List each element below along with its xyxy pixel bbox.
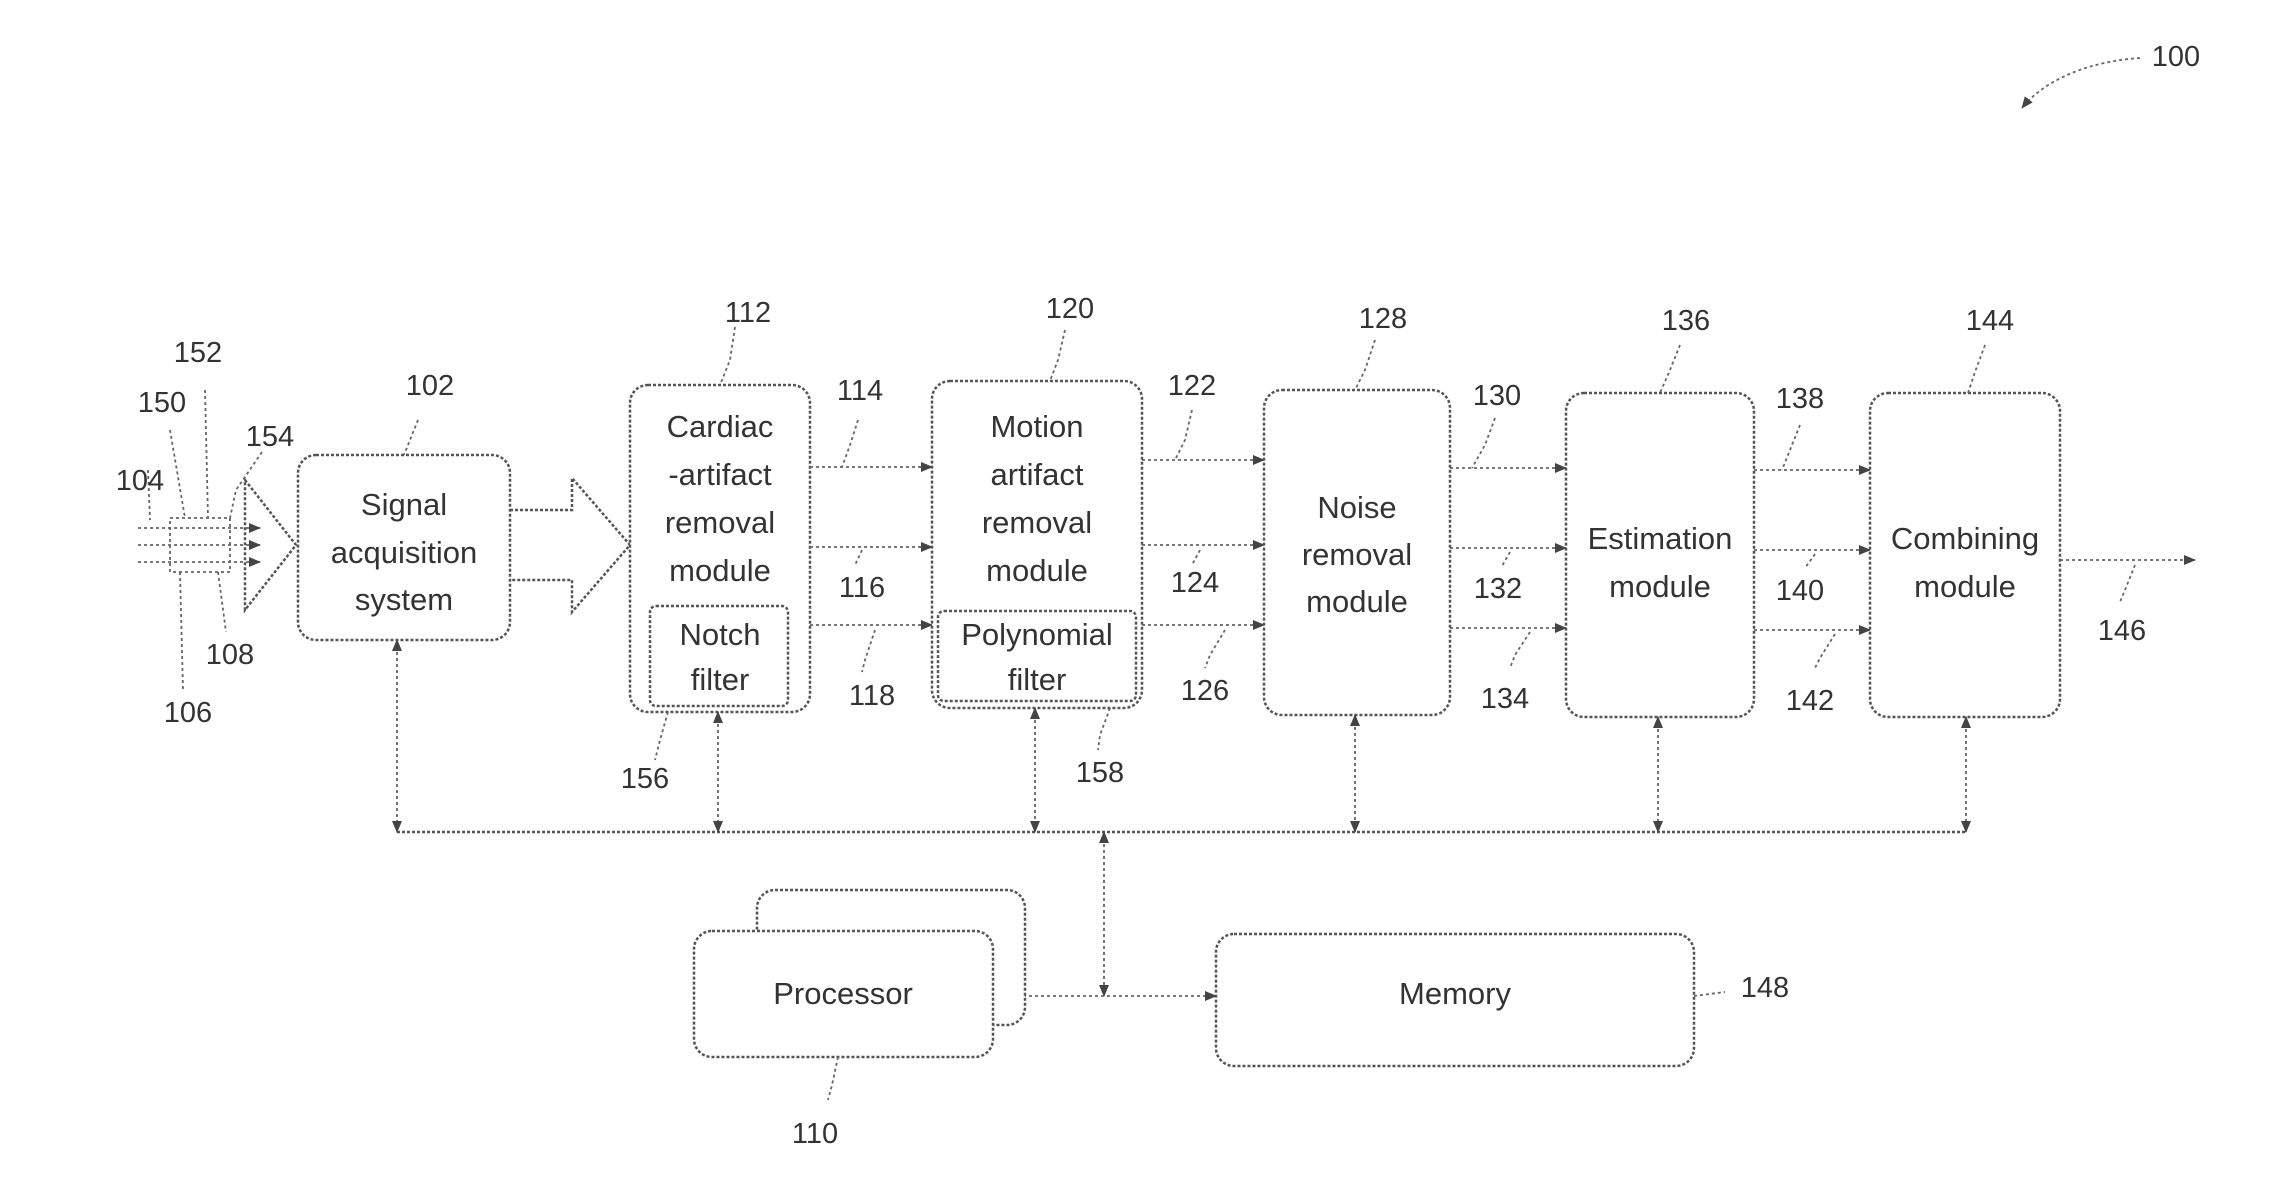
figure-ref: 100 [2152,41,2200,73]
svg-text:-artifact: -artifact [668,457,772,492]
svg-text:module: module [1914,569,2016,604]
svg-text:Motion: Motion [990,409,1083,444]
ref-106: 106 [164,697,212,729]
svg-text:module: module [1306,584,1408,619]
ref-142: 142 [1786,685,1834,717]
ref-124: 124 [1171,567,1219,599]
svg-text:filter: filter [1008,662,1067,697]
svg-text:removal: removal [982,505,1092,540]
svg-text:module: module [669,553,771,588]
svg-text:module: module [1609,569,1711,604]
ref-128: 128 [1359,303,1407,335]
ref-114: 114 [837,375,883,407]
ref-158: 158 [1076,757,1124,789]
ref-150: 150 [138,387,186,419]
ref-120: 120 [1046,293,1094,325]
svg-text:Noise: Noise [1317,490,1396,525]
noise-removal-block: Noise removal module [1264,390,1450,715]
figure-leader [2022,58,2140,108]
svg-text:Cardiac: Cardiac [667,409,774,444]
ref-102: 102 [406,370,454,402]
ref-116: 116 [839,572,885,604]
svg-text:Notch: Notch [680,617,761,652]
combining-block: Combining module [1870,393,2060,717]
svg-text:Estimation: Estimation [1588,521,1733,556]
ref-118: 118 [849,680,895,712]
ref-138: 138 [1776,383,1824,415]
svg-text:module: module [986,553,1088,588]
motion-artifact-removal-block: Motion artifact removal module Polynomia… [932,381,1142,708]
ref-130: 130 [1473,380,1521,412]
ref-104: 104 [116,465,164,497]
cardiac-artifact-removal-block: Cardiac -artifact removal module Notch f… [630,385,810,712]
estimation-block: Estimation module [1566,393,1754,717]
ref-148: 148 [1741,972,1789,1004]
ref-156: 156 [621,763,669,795]
svg-text:Polynomial: Polynomial [961,617,1113,652]
ref-108: 108 [206,639,254,671]
svg-text:filter: filter [691,662,750,697]
svg-text:Memory: Memory [1399,976,1511,1011]
svg-text:Processor: Processor [773,976,913,1011]
ref-154: 154 [246,421,294,453]
processor-block: Processor [694,890,1025,1057]
memory-block: Memory [1216,934,1694,1066]
svg-text:system: system [355,582,453,617]
ref-112: 112 [725,297,771,329]
data-flow-arrow-icon [510,478,630,612]
ref-144: 144 [1966,305,2014,337]
ref-140: 140 [1776,575,1824,607]
ref-152: 152 [174,337,222,369]
svg-text:acquisition: acquisition [331,535,477,570]
svg-text:removal: removal [665,505,775,540]
ref-146: 146 [2098,615,2146,647]
ref-136: 136 [1662,305,1710,337]
ref-122: 122 [1168,370,1216,402]
svg-text:removal: removal [1302,537,1412,572]
ref-132: 132 [1474,573,1522,605]
svg-text:Combining: Combining [1891,521,2039,556]
svg-text:artifact: artifact [990,457,1083,492]
ref-134: 134 [1481,683,1529,715]
signal-acquisition-block: Signal acquisition system [298,455,510,640]
svg-text:Signal: Signal [361,487,447,522]
ref-126: 126 [1181,675,1229,707]
ref-110: 110 [792,1118,838,1150]
